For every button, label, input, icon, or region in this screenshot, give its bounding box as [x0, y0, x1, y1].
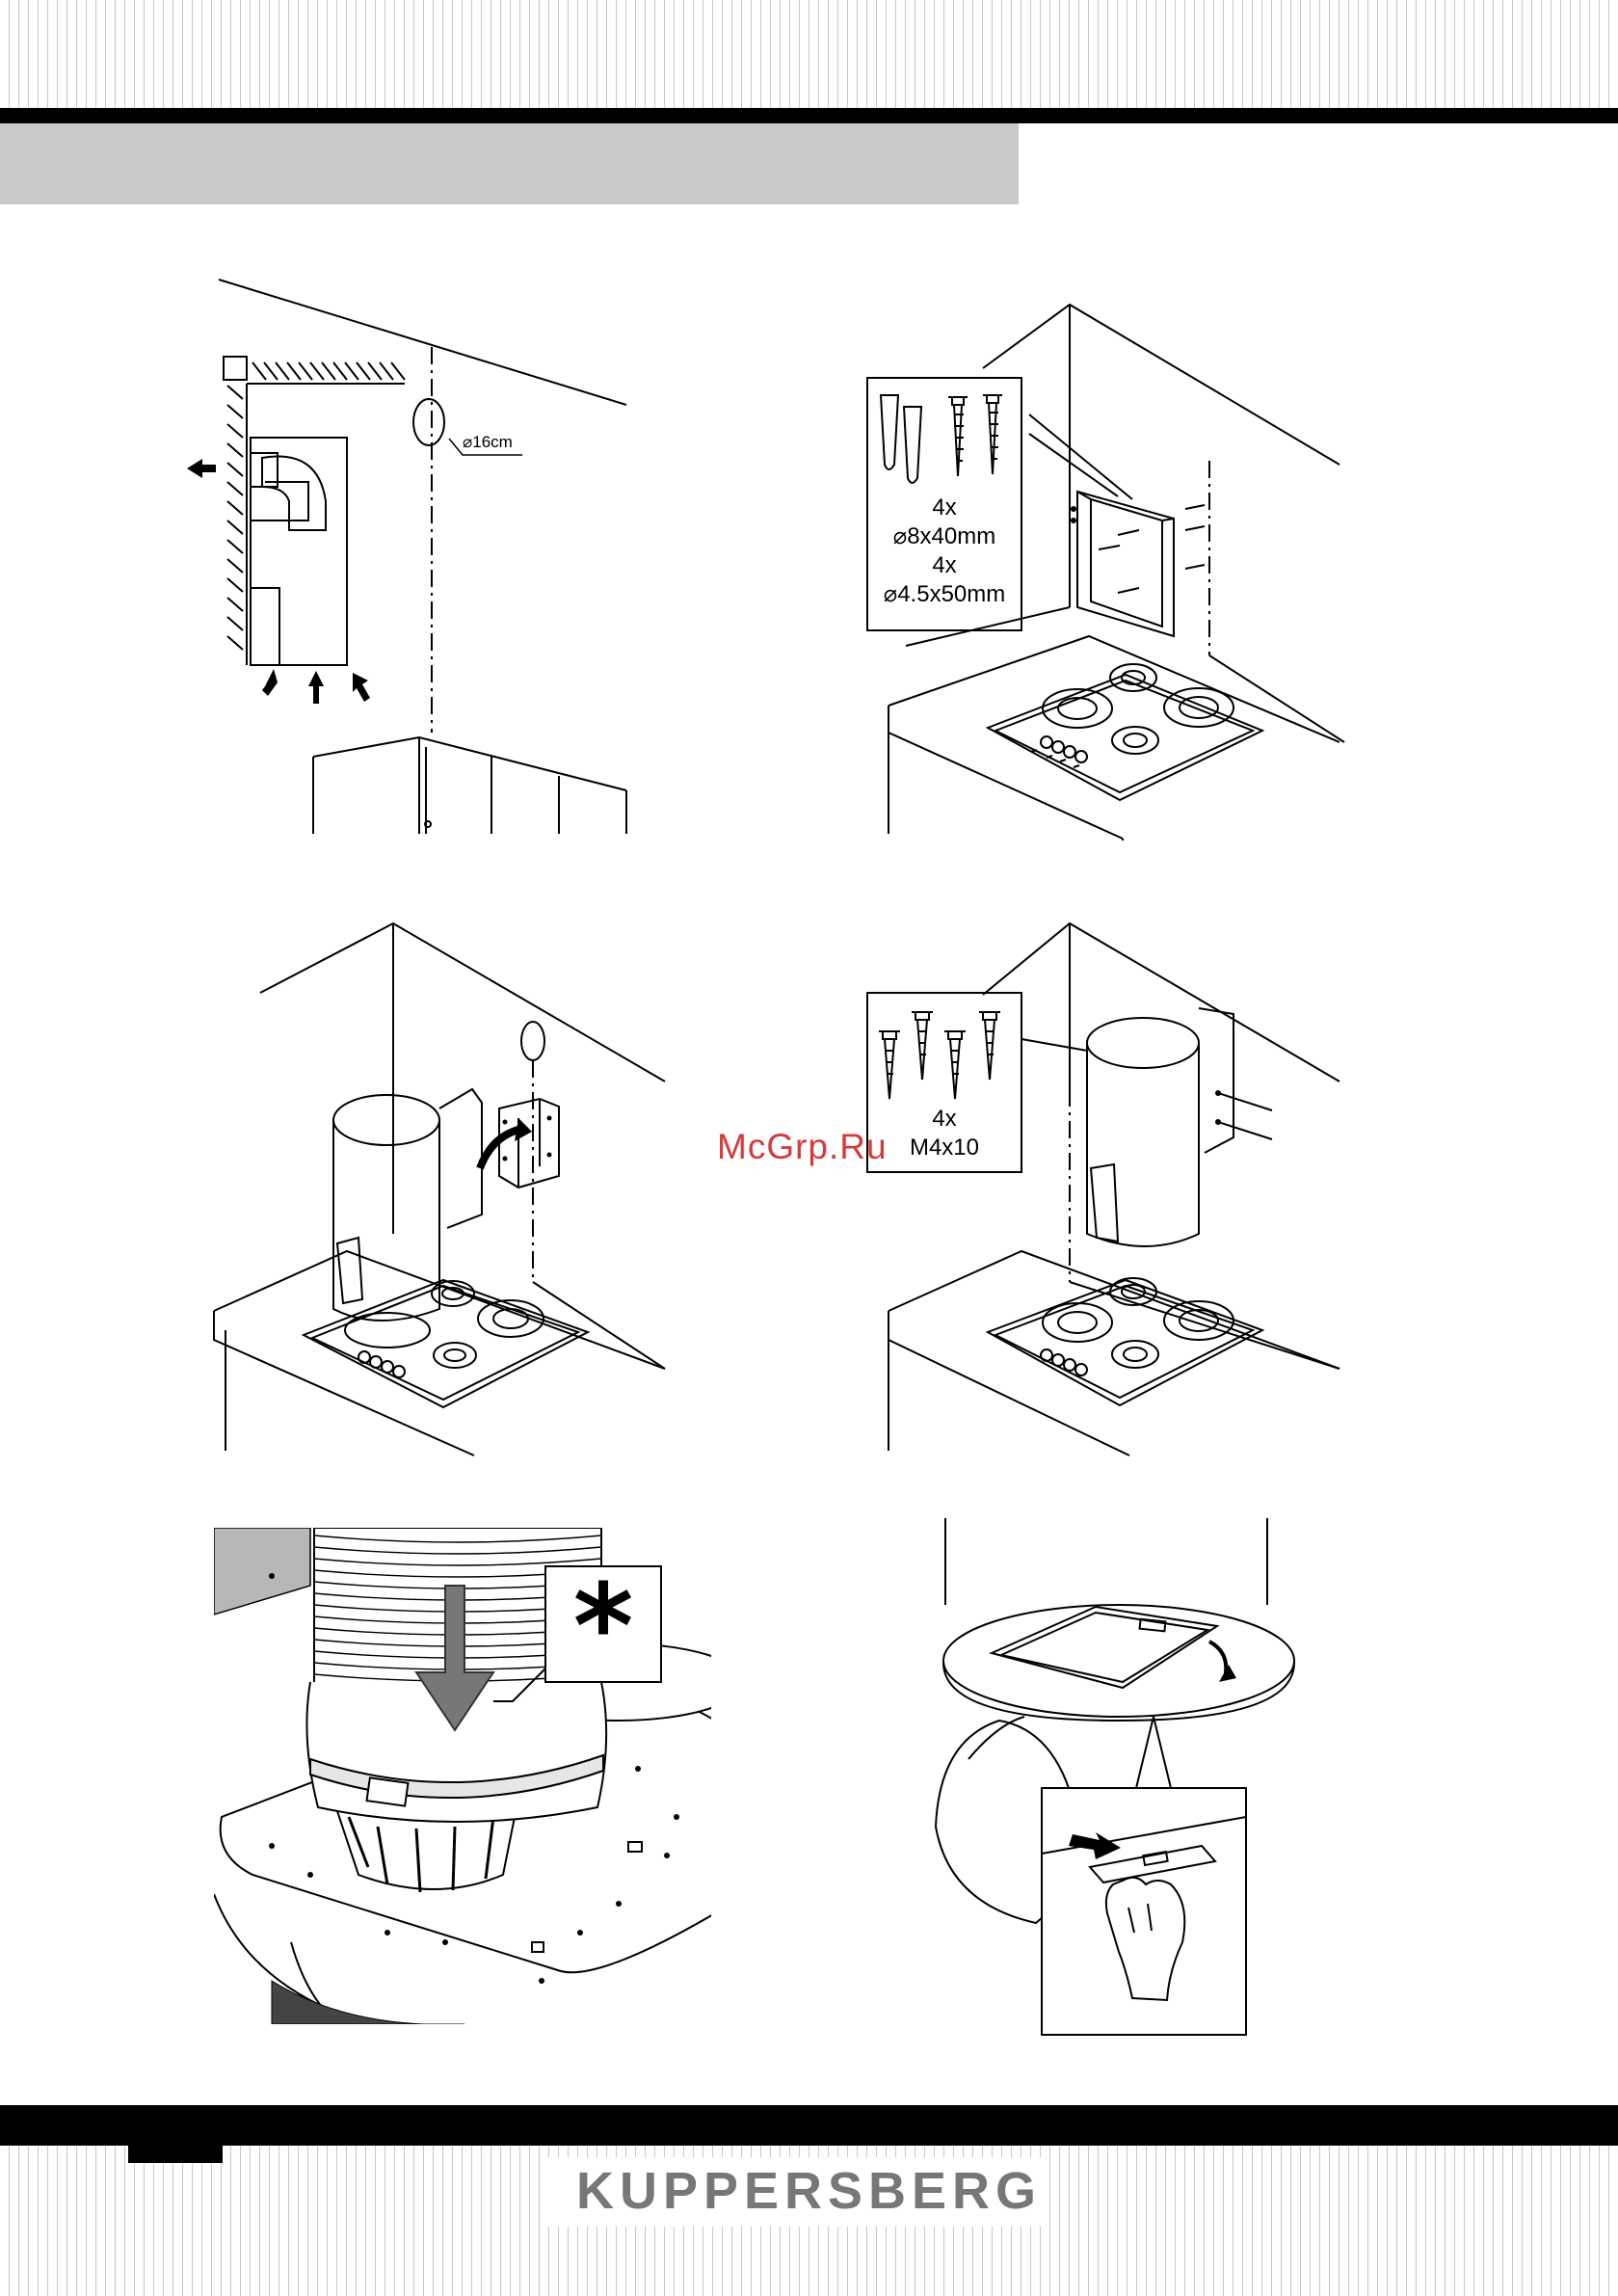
note-asterisk: *	[545, 1570, 661, 1686]
step5-duct-clamp: *	[214, 1528, 715, 2029]
header-bar	[0, 108, 1618, 123]
plug-size-label: ⌀8x40mm	[867, 522, 1021, 551]
m4-screw-size-label: M4x10	[867, 1134, 1021, 1162]
step3-hang-hood	[212, 916, 675, 1465]
step4-fix-screws: 4x M4x10	[867, 916, 1368, 1465]
screw-count-label: 4x	[867, 551, 1021, 580]
screw-size-label: ⌀4.5x50mm	[867, 580, 1021, 609]
step6-filter-removal	[930, 1518, 1277, 2039]
plug-count-label: 4x	[867, 494, 1021, 522]
watermark: McGrp.Ru	[717, 1127, 888, 1167]
header-stripes	[0, 0, 1618, 108]
section-banner	[0, 123, 1019, 204]
m4-screw-count-label: 4x	[867, 1105, 1021, 1134]
footer-bar	[0, 2105, 1618, 2146]
step1-duct-diagram: ⌀16cm	[173, 270, 636, 848]
duct-diameter-label: ⌀16cm	[463, 433, 513, 452]
brand-logo: KUPPERSBERG	[0, 2161, 1618, 2221]
step2-frame-mounting: 4x ⌀8x40mm 4x ⌀4.5x50mm	[867, 289, 1368, 848]
